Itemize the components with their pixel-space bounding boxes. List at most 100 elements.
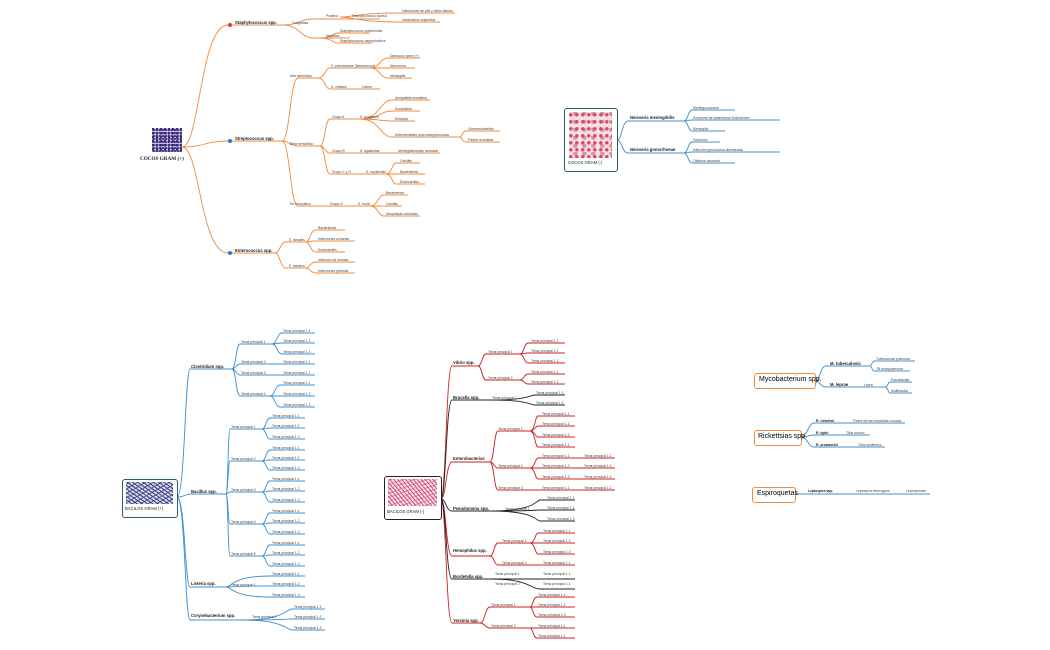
pyogenes-leaf: Enfermedades post-estreptocócicas — [395, 133, 450, 137]
yersinia-sub: Tema principal 1.1 — [538, 624, 566, 628]
entero-sub: Tema principal 1.1 — [542, 486, 570, 490]
enterococcus-label: Enterococcus spp. — [235, 248, 273, 253]
coryne-sub: Tema principal 1.3 — [294, 626, 322, 630]
r-typhi-label: R. typhi — [816, 431, 829, 435]
espiroquetas-box[interactable] — [752, 487, 796, 503]
gram-positive-bacilli-micrograph — [126, 482, 173, 504]
pseudo-sub: Tema principal 1.2 — [547, 506, 575, 510]
mening-leaf: Meningococemia — [693, 106, 719, 110]
clost-tp: Tema principal 2 — [241, 360, 266, 364]
gono-leaf: Infección gonocócica diseminada — [693, 148, 743, 152]
gram-positive-cocci-micrograph — [152, 128, 182, 152]
grupo-cg-label: Grupo C y G — [332, 170, 352, 174]
listeria-tp: Tema principal 1 — [231, 583, 256, 587]
entero-sub: Tema principal 1.1 — [584, 486, 612, 490]
neonatal-leaf: Meningitis/sepsis neonatal — [398, 149, 438, 153]
bacilos-neg-links — [440, 342, 615, 639]
bacillus-sub: Tema principal 1.1 — [272, 446, 300, 450]
lepra-label: Lepra — [864, 383, 873, 387]
vibrio-sub: Tema principal 1.3 — [531, 359, 559, 363]
yersinia-sub: Tema principal 1.2 — [538, 634, 566, 638]
pneumo-leaf: Neumonía — [390, 64, 406, 68]
gono-leaf: Gonorrea — [693, 138, 708, 142]
vibrio-sub: Tema principal 1.2 — [531, 380, 559, 384]
bacillus-sub: Tema principal 1.1 — [272, 509, 300, 513]
d-leaf: Neoplasias colónicas — [386, 212, 418, 216]
haemo-tp: Tema principal 2 — [502, 561, 527, 565]
entero-tp: Tema principal 3 — [498, 486, 523, 490]
bordetella-sub: Tema principal 1.1 — [543, 582, 571, 586]
bacilos-neg-root-label: BACILOS GRAM (-) — [387, 509, 425, 514]
bacilos-pos-root-label: BACILOS GRAM (+) — [125, 506, 164, 511]
vibrio-label: Vibrio spp. — [453, 360, 475, 365]
listeria-label: Listeria spp. — [191, 581, 216, 586]
entero-sub: Tema principal 1.1 — [542, 443, 570, 447]
coagulasa-label: Coagulasa — [292, 21, 309, 25]
lepra-leaf: Paucibacilar — [891, 378, 910, 382]
staph-dot — [228, 23, 232, 27]
bordetella-tp: Tema principal 2 — [495, 582, 520, 586]
clost-tp: Tema principal 1 — [241, 340, 266, 344]
clost-sub: Tema principal 1.2 — [283, 339, 311, 343]
entero-sub: Tema principal 1.1 — [542, 412, 570, 416]
bacillus-tp: Tema principal 5 — [231, 552, 256, 556]
bacillus-sub: Tema principal 1.3 — [272, 466, 300, 470]
e-faecium-label: E. faecium — [289, 264, 306, 268]
cg-leaf: Endocarditis — [400, 180, 419, 184]
s-pneumoniae-label: S. pneumoniae (Neumococo) — [331, 64, 376, 68]
strep-dot — [228, 139, 232, 143]
r-typhi-leaf: Tifus murino — [846, 431, 865, 435]
mycobacterium-label: Mycobacterium spp. — [759, 376, 822, 383]
rickettsias-label: Rickettsias spp. — [758, 433, 808, 440]
yersinia-sub: Tema principal 1.3 — [538, 613, 566, 617]
bacillus-sub: Tema principal 1.2 — [272, 424, 300, 428]
mycobacterium-box[interactable] — [754, 373, 816, 389]
cocos-neg-links — [616, 109, 780, 164]
bacillus-sub: Tema principal 1.2 — [272, 456, 300, 460]
entero-tp: Tema principal 2 — [498, 464, 523, 468]
n-meningitidis-label: Neisseria meningitidis — [630, 115, 675, 120]
lepra-leaf: Multibacilar — [891, 389, 909, 393]
alfa-hemolitico-label: Alfa hemolítico — [290, 74, 313, 78]
haemo-tp: Tema principal 1 — [502, 539, 527, 543]
yersinia-sub: Tema principal 1.2 — [538, 603, 566, 607]
s-agalactiae-label: S. agalactiae — [360, 149, 380, 153]
bacillus-tp: Tema principal 4 — [231, 520, 256, 524]
listeria-sub: Tema principal 1.1 — [272, 572, 300, 576]
coag-negativa-label: Negativa — [326, 34, 340, 38]
corynebacterium-label: Corynebacterium spp. — [191, 613, 236, 618]
cocos-neg-root-label: COCOS GRAM (-) — [568, 160, 603, 165]
clost-sub: Tema principal 1.1 — [283, 371, 311, 375]
rickettsias-box[interactable] — [754, 430, 802, 446]
faecalis-leaf: Bacteriemia — [318, 226, 336, 230]
gram-negative-cocci-micrograph — [569, 112, 612, 158]
no-hemolitico-label: No hemolítico — [290, 202, 311, 206]
brucella-label: Brucella spp. — [453, 395, 480, 400]
r-rick-leaf: Fiebre de las montañas rocosas — [853, 419, 902, 423]
bordetella-tp: Tema principal 1 — [495, 572, 520, 576]
hemophilus-label: Hemophilus spp. — [453, 548, 487, 553]
enterobacterias-label: Enterobacterias — [453, 456, 485, 461]
pyogenes-leaf: Erisipela — [395, 117, 409, 121]
faecalis-leaf: Infecciones urinarias — [318, 237, 350, 241]
entero-sub: Tema principal 1.1 — [584, 464, 612, 468]
mening-leaf: Meningitis — [693, 127, 709, 131]
s-aureus-leaf: Infecciones de piel y tejido blando — [402, 9, 453, 13]
vibrio-sub: Tema principal 1.1 — [531, 339, 559, 343]
bacillus-sub: Tema principal 1.1 — [272, 477, 300, 481]
vibrio-tp: Tema principal 2 — [488, 376, 513, 380]
grupo-a-label: Grupo A — [332, 115, 345, 119]
faecalis-leaf: Endocarditis — [318, 248, 337, 252]
post-strep-leaf: Glomerulonefritis — [468, 127, 494, 131]
clost-sub: Tema principal 1.1 — [283, 329, 311, 333]
coag-positiva-label: Positiva — [326, 14, 338, 18]
listeria-sub: Tema principal 1.3 — [272, 593, 300, 597]
d-leaf: Celulitis — [386, 202, 398, 206]
clost-sub: Tema principal 1.1 — [283, 381, 311, 385]
brucella-sub: Tema principal 1.1 — [536, 391, 564, 395]
listeria-sub: Tema principal 1.2 — [272, 582, 300, 586]
pseudo-sub: Tema principal 1.3 — [547, 517, 575, 521]
post-strep-leaf: Fiebre reumática — [468, 138, 494, 142]
m-tuberculosis-label: M. tuberculosis — [830, 361, 861, 366]
